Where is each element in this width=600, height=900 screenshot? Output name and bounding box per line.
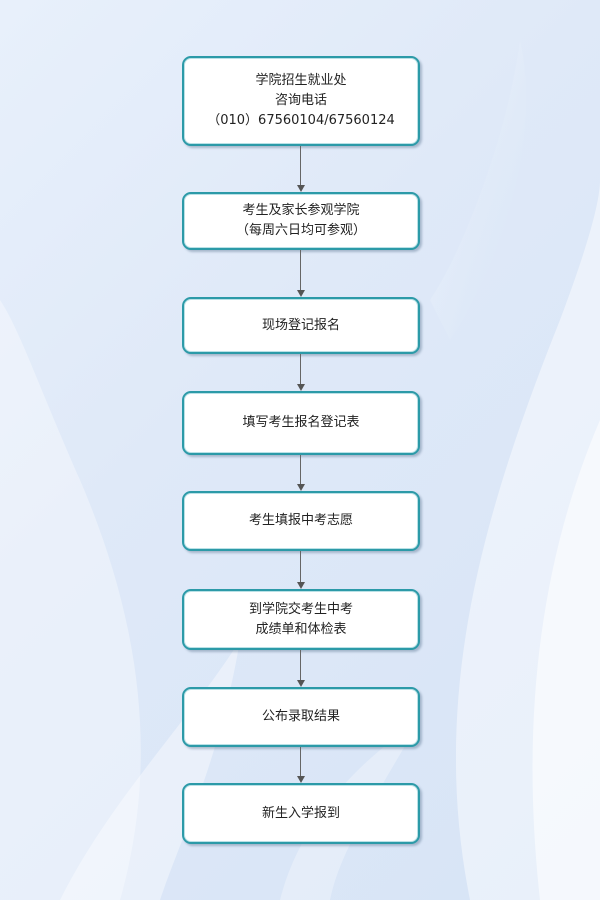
arrow-down-icon bbox=[297, 484, 305, 491]
step-box-announce-results: 公布录取结果 bbox=[182, 687, 420, 747]
step-box-onsite-registration: 现场登记报名 bbox=[182, 297, 420, 354]
step-text: 到学院交考生中考 bbox=[248, 601, 353, 617]
connector-line bbox=[300, 354, 301, 385]
connector-line bbox=[300, 146, 301, 186]
step-box-campus-visit: 考生及家长参观学院 （每周六日均可参观） bbox=[182, 192, 420, 250]
step-text: 新生入学报到 bbox=[261, 805, 340, 821]
arrow-down-icon bbox=[297, 185, 305, 192]
connector-line bbox=[300, 250, 301, 291]
step-text: 成绩单和体检表 bbox=[255, 621, 347, 637]
arrow-down-icon bbox=[297, 776, 305, 783]
connector-line bbox=[300, 650, 301, 681]
step-box-new-student-checkin: 新生入学报到 bbox=[182, 783, 420, 844]
step-box-enrollment-office: 学院招生就业处 咨询电话 （010）67560104/67560124 bbox=[182, 56, 420, 146]
step-box-exam-preference: 考生填报中考志愿 bbox=[182, 491, 420, 551]
step-text: 学院招生就业处 bbox=[255, 73, 347, 88]
arrow-down-icon bbox=[297, 582, 305, 589]
connector-line bbox=[300, 551, 301, 583]
arrow-down-icon bbox=[297, 290, 305, 297]
step-text: 考生及家长参观学院 bbox=[242, 203, 360, 218]
step-box-submit-documents: 到学院交考生中考 成绩单和体检表 bbox=[182, 589, 420, 650]
step-box-fill-form: 填写考生报名登记表 bbox=[182, 391, 420, 455]
step-text: 现场登记报名 bbox=[261, 317, 340, 333]
step-text: 公布录取结果 bbox=[261, 709, 340, 724]
arrow-down-icon bbox=[297, 680, 305, 687]
step-text: （每周六日均可参观） bbox=[235, 223, 366, 238]
connector-line bbox=[300, 455, 301, 485]
step-text: 考生填报中考志愿 bbox=[248, 513, 353, 528]
arrow-down-icon bbox=[297, 384, 305, 391]
step-text: 填写考生报名登记表 bbox=[242, 415, 360, 430]
step-text: （010）67560104/67560124 bbox=[207, 113, 395, 128]
connector-line bbox=[300, 747, 301, 777]
step-text: 咨询电话 bbox=[274, 93, 327, 108]
